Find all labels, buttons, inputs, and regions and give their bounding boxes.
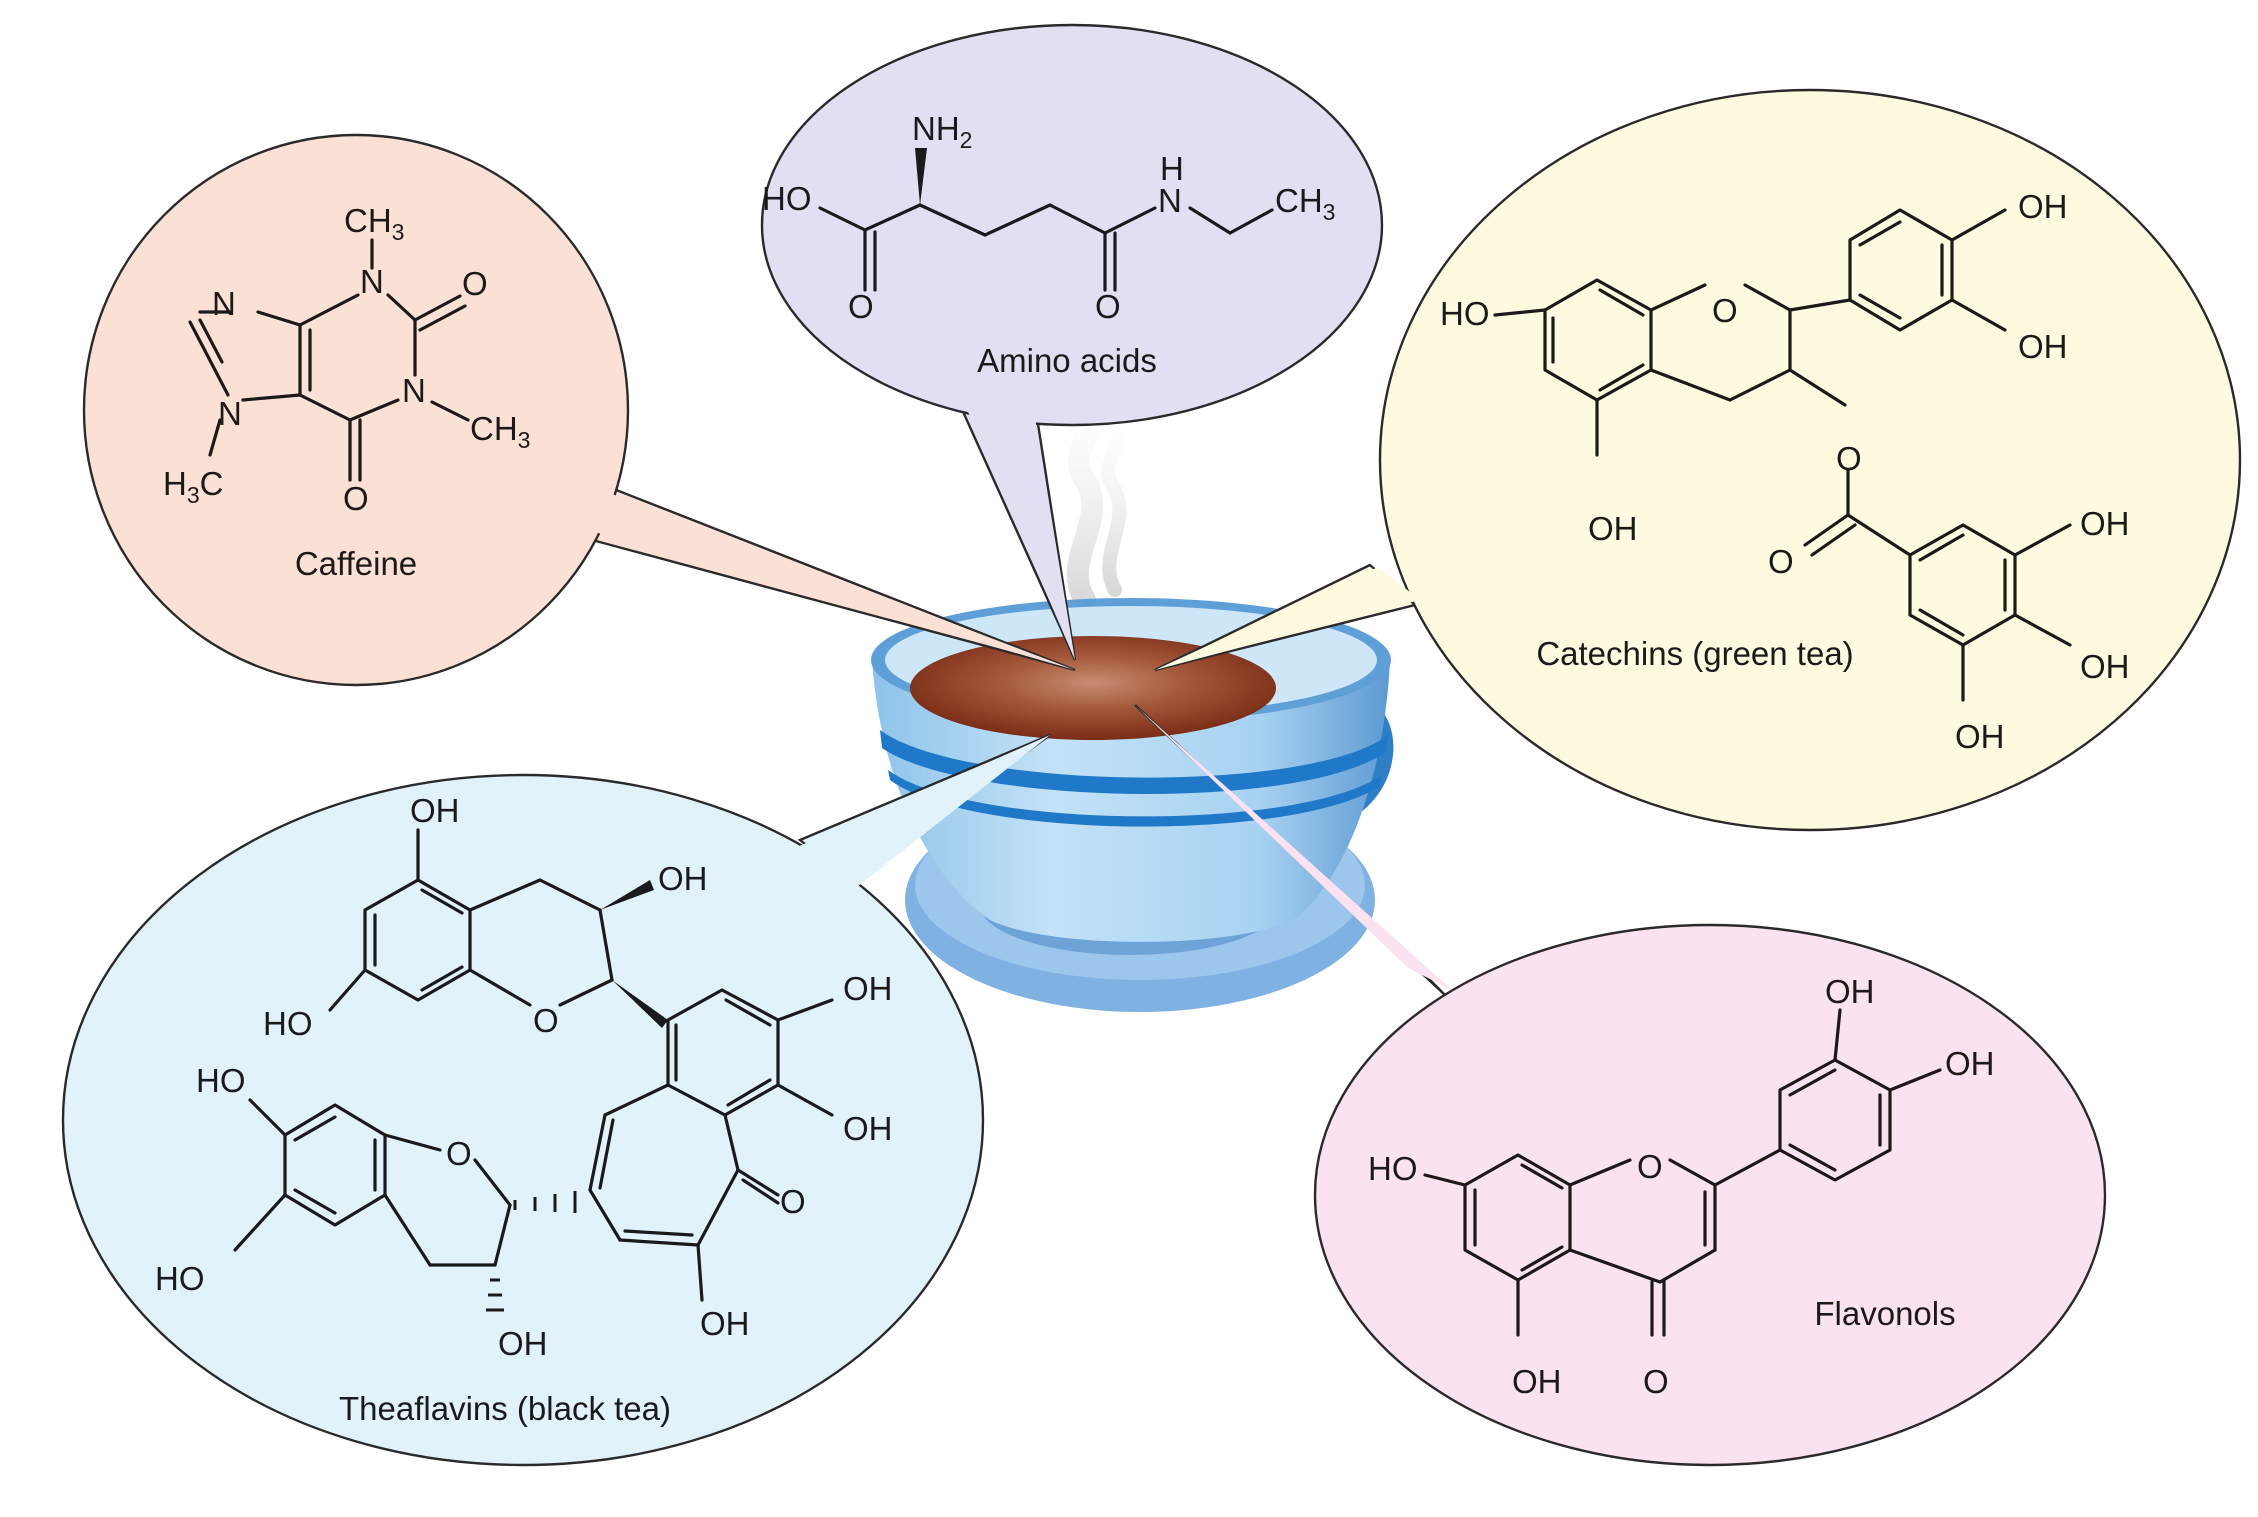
wedge-bond	[600, 880, 654, 910]
theaflavins-caption: Theaflavins (black tea)	[339, 1390, 671, 1427]
theaflavins-oh-5: OH	[700, 1305, 750, 1342]
caffeine-h3c: H3C	[163, 465, 223, 508]
pointer-cover	[560, 478, 1075, 670]
catechins-oh-4: OH	[2080, 505, 2130, 542]
caffeine-n4: N	[218, 395, 242, 432]
amino-h: H	[1160, 150, 1184, 187]
theaflavins-oh-3: OH	[843, 970, 893, 1007]
amino-caption: Amino acids	[977, 342, 1157, 379]
caffeine-ch3-top: CH3	[344, 202, 404, 245]
flavonols-o-carbonyl: O	[1643, 1363, 1669, 1400]
caffeine-bonds	[188, 238, 470, 482]
flavonols-bonds	[1423, 1008, 1942, 1337]
catechins-oh-5: OH	[2080, 648, 2130, 685]
pointer-cover	[1135, 705, 1452, 990]
flavonols-ho: HO	[1368, 1150, 1418, 1187]
amino-n: N	[1158, 182, 1182, 219]
hash-bond	[486, 1191, 577, 1312]
catechins-ho: HO	[1440, 295, 1490, 332]
pointer-cover	[795, 735, 1050, 886]
caffeine-o2: O	[343, 480, 369, 517]
pointer-cover	[1155, 567, 1420, 670]
cup-stripe	[888, 770, 1382, 827]
flavonols-oh-2: OH	[1945, 1045, 1995, 1082]
catechins-oh-2: OH	[2018, 328, 2068, 365]
theaflavins-bubble: OH OH HO O OH HO OH O O HO OH OH Theafla…	[61, 733, 1051, 1467]
flavonols-ellipse	[1313, 923, 2107, 1467]
catechins-o-carbonyl: O	[1768, 543, 1794, 580]
amino-ho: HO	[762, 180, 812, 217]
theaflavins-ellipse	[61, 773, 985, 1467]
amino-ellipse	[760, 23, 1384, 427]
theaflavins-o-2: O	[446, 1135, 472, 1172]
catechins-oh-1: OH	[2018, 188, 2068, 225]
wedge-bond	[612, 980, 668, 1028]
catechins-caption: Catechins (green tea)	[1536, 635, 1853, 672]
theaflavins-oh-2: OH	[658, 860, 708, 897]
theaflavins-bonds	[233, 828, 834, 1302]
wedge-bond	[915, 148, 927, 205]
catechins-bubble: OH HO O OH O OH OH O OH OH Catechins (gr…	[1154, 88, 2242, 832]
amino-ch3: CH3	[1275, 182, 1335, 225]
theaflavins-ho-3: HO	[155, 1260, 205, 1297]
theaflavins-oh-6: OH	[498, 1325, 548, 1362]
caffeine-caption: Caffeine	[295, 545, 417, 582]
flavonols-oh-1: OH	[1825, 973, 1875, 1010]
flavonols-caption: Flavonols	[1814, 1295, 1955, 1332]
cup-stripe	[880, 730, 1388, 794]
catechins-bonds	[1493, 208, 2072, 702]
theaflavins-o-1: O	[533, 1002, 559, 1039]
amino-acids-bubble: NH2 HO O O H N CH3 Amino acids	[760, 23, 1384, 661]
catechins-o-ring: O	[1712, 292, 1738, 329]
catechins-ellipse	[1378, 88, 2242, 832]
caffeine-n3: N	[402, 372, 426, 409]
steam	[1066, 399, 1105, 611]
catechins-o-ester: O	[1836, 440, 1862, 477]
teacup-illustration	[871, 399, 1394, 1012]
amino-nh2: NH2	[912, 110, 972, 153]
catechins-oh-6: OH	[1955, 718, 2005, 755]
caffeine-ellipse	[82, 133, 630, 687]
flavonols-oh-3: OH	[1512, 1363, 1562, 1400]
flavonols-bubble: OH OH HO O OH O Flavonols	[1134, 704, 2107, 1467]
catechins-oh-3: OH	[1588, 510, 1638, 547]
amino-bonds	[818, 203, 1274, 292]
caffeine-ch3-right: CH3	[470, 410, 530, 453]
amino-o1: O	[848, 288, 874, 325]
theaflavins-oh-4: OH	[843, 1110, 893, 1147]
caffeine-n2: N	[212, 285, 236, 322]
caffeine-bubble: CH3 N O N N CH3 N H3C O Caffeine	[82, 133, 1076, 687]
theaflavins-o-3: O	[780, 1183, 806, 1220]
theaflavins-ho-1: HO	[263, 1005, 313, 1042]
theaflavins-ho-2: HO	[196, 1062, 246, 1099]
amino-o2: O	[1095, 288, 1121, 325]
caffeine-n1: N	[360, 263, 384, 300]
theaflavins-oh-1: OH	[410, 792, 460, 829]
steam	[1100, 418, 1127, 597]
pointer-cover	[963, 400, 1075, 660]
flavonols-o-ring: O	[1637, 1148, 1663, 1185]
caffeine-o1: O	[462, 265, 488, 302]
